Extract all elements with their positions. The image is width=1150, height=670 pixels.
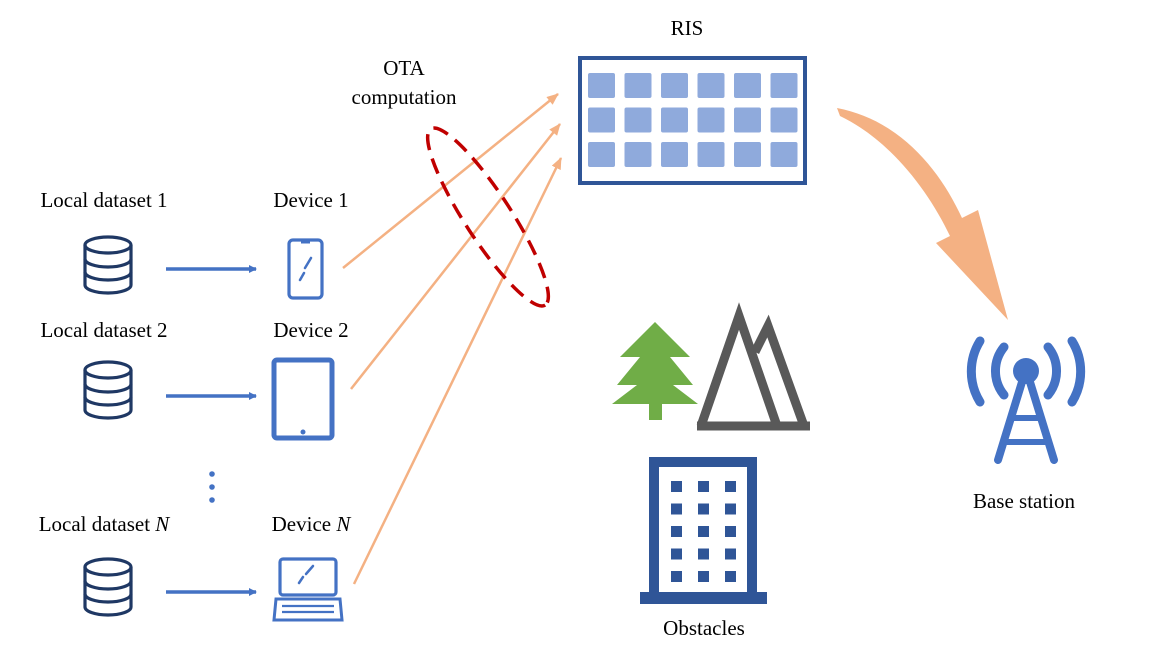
dataset-label-2: Local dataset 2: [40, 318, 167, 342]
mountain-icon: [696, 302, 810, 431]
ris-element: [697, 107, 725, 133]
ris-element: [624, 73, 652, 98]
ris-element: [734, 142, 761, 167]
uplink-signal: [350, 123, 561, 390]
building-window: [698, 503, 709, 515]
base-station-label: Base station: [973, 489, 1076, 513]
ris-element: [624, 107, 652, 133]
vertical-ellipsis: [209, 471, 215, 503]
tree-icon: [612, 322, 698, 420]
building-window: [671, 481, 682, 492]
ris-element: [697, 142, 725, 167]
device-label-1: Device 1: [273, 188, 348, 212]
ris-element: [697, 73, 725, 98]
building-window: [725, 571, 736, 582]
ris-element: [734, 73, 761, 98]
database-icon: [83, 557, 133, 617]
ota-computation-ellipse: [425, 126, 551, 308]
uplink-signal: [352, 157, 563, 585]
ris-element: [588, 142, 615, 167]
obstacles-label: Obstacles: [663, 616, 745, 640]
database-icon: [83, 360, 133, 420]
building-window: [725, 548, 736, 560]
dataset-label-n: Local dataset N: [39, 512, 171, 536]
building-window: [725, 526, 736, 537]
ris-panel: [578, 56, 807, 185]
ris-element: [770, 142, 798, 167]
building-window: [725, 503, 736, 515]
building-window: [671, 571, 682, 582]
building-window: [725, 481, 736, 492]
ris-element: [661, 107, 688, 133]
ris-element: [770, 73, 798, 98]
building-window: [671, 503, 682, 515]
building-window: [698, 481, 709, 492]
database-icon: [83, 235, 133, 295]
ota-label: computation: [352, 85, 457, 109]
ris-element: [661, 73, 688, 98]
laptop-icon: [272, 557, 344, 622]
uplink-signal: [342, 93, 559, 269]
downlink-arrow: [837, 108, 1008, 320]
ris-element: [770, 107, 798, 133]
building-window: [698, 526, 709, 537]
device-label-2: Device 2: [273, 318, 348, 342]
dataset-label-1: Local dataset 1: [40, 188, 167, 212]
device-label-n: Device N: [272, 512, 352, 536]
ris-element: [588, 73, 615, 98]
ris-element: [588, 107, 615, 133]
tablet-icon: [271, 357, 335, 441]
building-window: [698, 571, 709, 582]
building-window: [671, 526, 682, 537]
base-station-icon: [966, 336, 1086, 464]
smartphone-icon: [287, 238, 324, 300]
ris-label: RIS: [671, 16, 704, 40]
building-window: [671, 548, 682, 560]
ota-label: OTA: [383, 56, 425, 80]
ris-element: [661, 142, 688, 167]
ris-element: [734, 107, 761, 133]
ris-element: [624, 142, 652, 167]
building-window: [698, 548, 709, 560]
building-icon: [640, 457, 767, 604]
